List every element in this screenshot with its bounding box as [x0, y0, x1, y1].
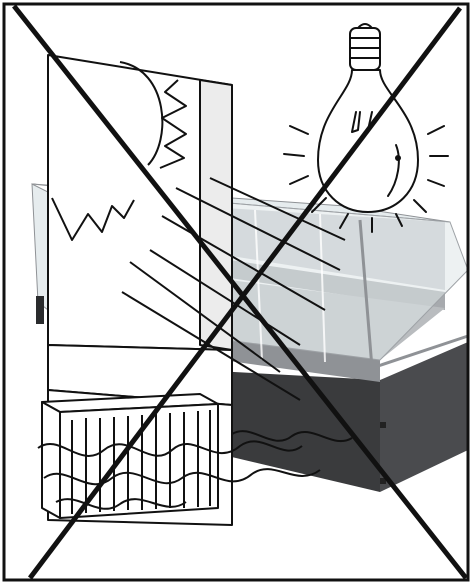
- broken-glass-edge: [159, 79, 187, 169]
- bulb-glass: [317, 69, 419, 213]
- bulb-filament: [351, 111, 361, 133]
- counter-left-foot: [36, 296, 44, 324]
- counter-knob: [380, 422, 386, 428]
- counter-left-glass: [31, 183, 49, 312]
- counter-knob: [380, 478, 386, 484]
- broken-glass-edge: [51, 197, 135, 241]
- light-bulb-icon: [283, 23, 449, 233]
- glass-reflection-line: [254, 209, 263, 361]
- radiator-side: [41, 401, 61, 519]
- counter-end-frame: [358, 219, 469, 371]
- heat-waves: [37, 430, 353, 510]
- sun-icon: [119, 61, 164, 166]
- glass-reflection-line: [319, 213, 326, 363]
- cross-stroke: [12, 4, 468, 580]
- window-frame-side: [199, 79, 233, 351]
- bulb-light-rays: [283, 125, 449, 233]
- radiator-front: [59, 403, 219, 519]
- counter-side-panel: [380, 342, 468, 492]
- sunlit-window: [47, 54, 346, 406]
- prohibition-cross: [12, 4, 468, 580]
- cross-stroke: [28, 6, 462, 580]
